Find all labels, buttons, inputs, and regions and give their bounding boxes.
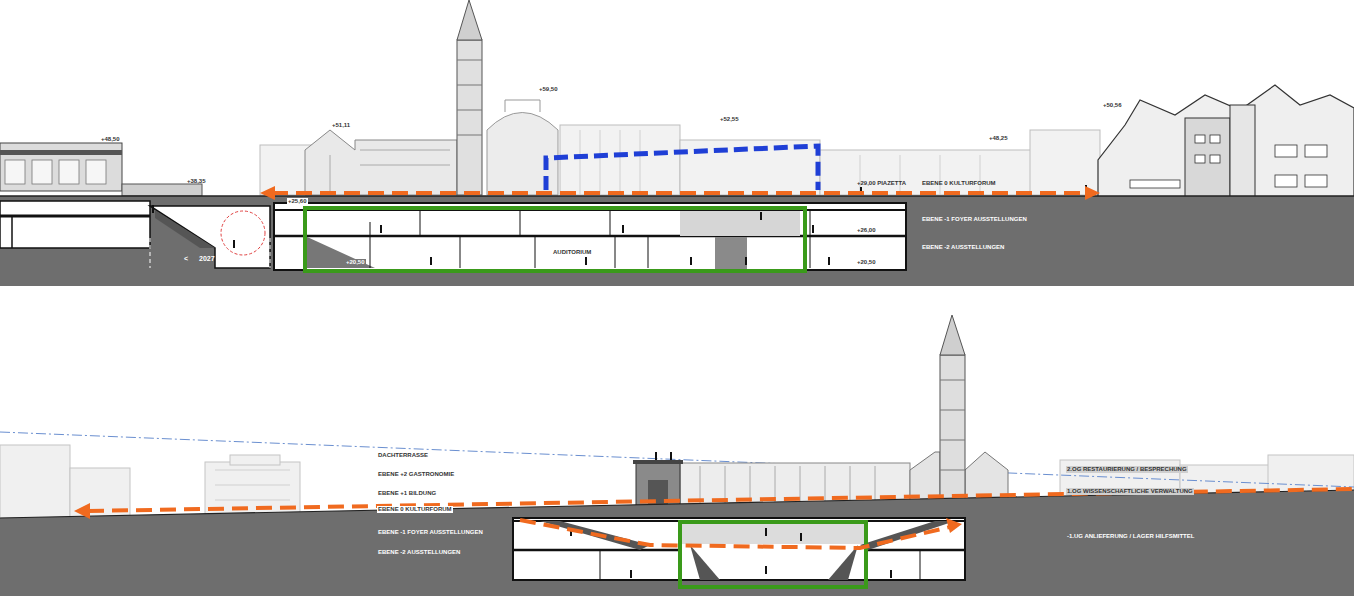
level-label: EBENE +1 BILDUNG (377, 490, 437, 497)
level-label: EBENE -2 AUSSTELLUNGEN (377, 549, 461, 556)
elevation-label: +20,50 (345, 259, 366, 266)
elevation-label: +52,55 (719, 116, 740, 123)
elevation-label: +50,56 (1102, 102, 1123, 109)
use-label: 1.OG WISSENSCHAFTLICHE VERWALTUNG (1066, 488, 1194, 495)
elevation-label: +48,25 (988, 135, 1009, 142)
elevation-label: +20,50 (856, 259, 877, 266)
elevation-label: +48,50 (100, 136, 121, 143)
elevation-label: +25,60 (287, 198, 308, 205)
level-label: EBENE -1 FOYER AUSSTELLUNGEN (921, 216, 1028, 223)
elevation-label: +29,00 PIAZETTA (856, 180, 907, 187)
elevation-label: +51,11 (331, 122, 351, 129)
elevation-label: +59,50 (538, 86, 559, 93)
dimension-mark: > (230, 255, 236, 263)
elevation-label: +26,00 (856, 227, 877, 234)
level-label: EBENE -1 FOYER AUSSTELLUNGEN (377, 529, 484, 536)
level-label: DACHTERRASSE (377, 452, 429, 459)
dimension-label: 2027 (198, 255, 216, 263)
level-label: EBENE 0 KULTURFORUM (377, 506, 453, 513)
level-label: EBENE +2 GASTRONOMIE (377, 471, 455, 478)
level-label: EBENE -2 AUSSTELLUNGEN (921, 244, 1005, 251)
use-label: 2.OG RESTAURIERUNG / BESPRECHUNG (1066, 466, 1188, 473)
room-label: AUDITORIUM (552, 249, 592, 256)
use-label: -1.UG ANLIEFERUNG / LAGER HILFSMITTEL (1066, 533, 1195, 540)
elevation-label: +38,35 (186, 178, 207, 185)
dimension-mark: < (183, 255, 189, 263)
level-label: EBENE 0 KULTURFORUM (921, 180, 997, 187)
